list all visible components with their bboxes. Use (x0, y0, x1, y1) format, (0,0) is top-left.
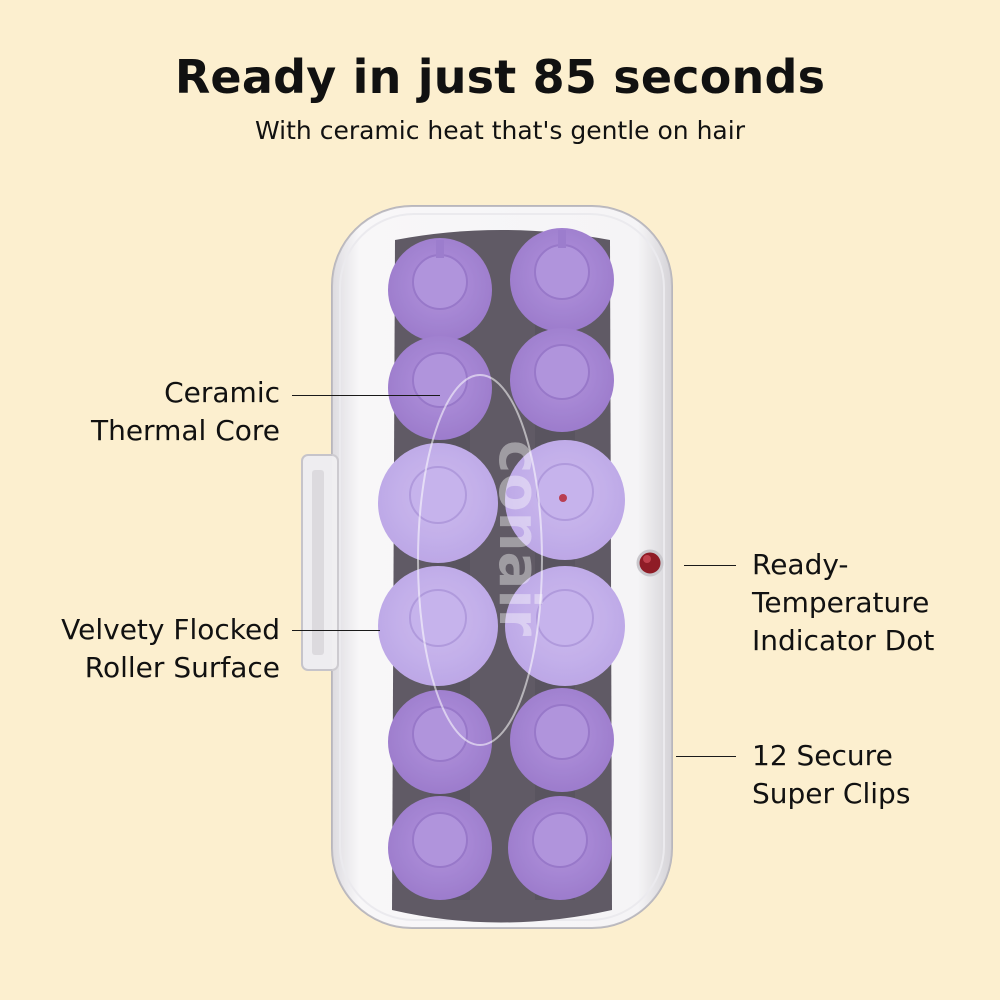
callout-text: Thermal Core (90, 414, 280, 447)
roller (510, 228, 614, 332)
lid-logo: conair (486, 440, 551, 637)
roller (388, 238, 492, 342)
callout-line-indicator-dot (684, 565, 736, 566)
roller (510, 328, 614, 432)
roller (505, 566, 625, 686)
callout-line-clips (676, 756, 736, 757)
roller (378, 566, 498, 686)
callout-text: Roller Surface (84, 651, 280, 684)
page-title: Ready in just 85 seconds (174, 50, 826, 104)
callout-line-flocked-surface (292, 630, 380, 631)
callout-indicator-dot: Ready- Temperature Indicator Dot (752, 546, 934, 660)
callout-text: Temperature (752, 586, 930, 619)
roller (510, 688, 614, 792)
roller (508, 796, 612, 900)
indicator-dot (636, 549, 664, 577)
callout-text: Indicator Dot (752, 624, 935, 657)
callout-line-ceramic-core (292, 395, 440, 396)
callout-text: Velvety Flocked (61, 613, 280, 646)
callout-text: Ready- (752, 548, 849, 581)
page-subtitle: With ceramic heat that's gentle on hair (255, 116, 745, 145)
callout-text: Ceramic (164, 376, 280, 409)
callout-ceramic-core: Ceramic Thermal Core (91, 374, 280, 450)
roller (388, 796, 492, 900)
roller (388, 690, 492, 794)
callout-text: Super Clips (752, 777, 911, 810)
callout-text: 12 Secure (752, 739, 893, 772)
callout-clips: 12 Secure Super Clips (752, 737, 910, 813)
callout-flocked-surface: Velvety Flocked Roller Surface (61, 611, 280, 687)
